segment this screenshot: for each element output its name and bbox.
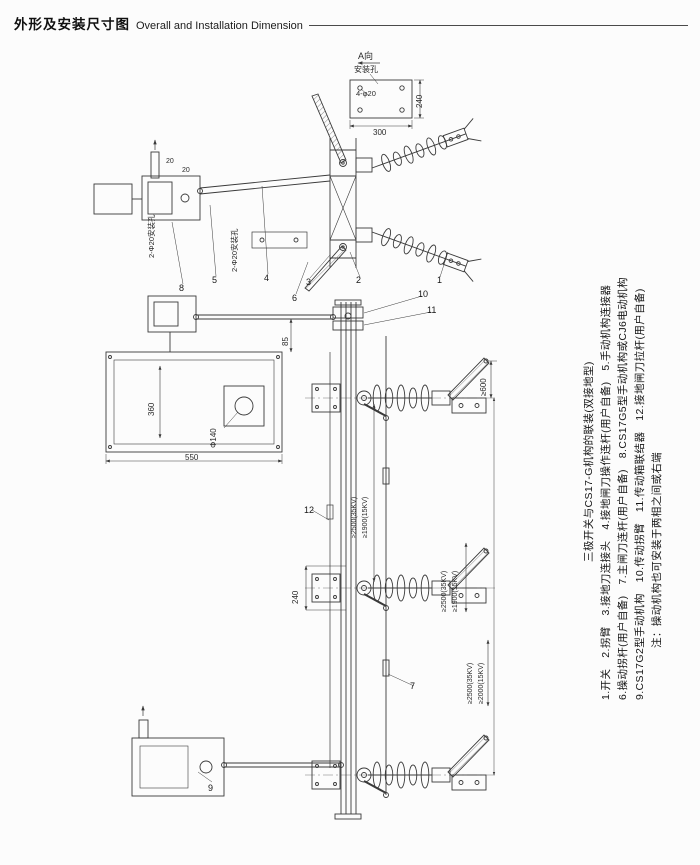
- front-view: [93, 93, 482, 295]
- dim-360: 360: [147, 402, 156, 416]
- dim-spacing-2b: ≥1900(15KV): [452, 570, 459, 612]
- dim-spacing-1b: ≥1900(15KV): [362, 496, 369, 538]
- dim-phi140: Φ140: [209, 428, 218, 448]
- a-view-plate-detail: [349, 61, 424, 129]
- callout-12: 12: [304, 505, 315, 515]
- a-view-label: A向: [358, 51, 374, 61]
- dim-spacing-1a: ≥2500(35KV): [351, 496, 358, 538]
- page-header: 外形及安装尺寸图 Overall and Installation Dimens…: [14, 13, 688, 33]
- dim-550: 550: [185, 453, 199, 462]
- dim-spacing-3b: ≥2000(15KV): [478, 662, 485, 704]
- callout-5: 5: [212, 275, 218, 285]
- pole-assembly-1: [305, 357, 497, 421]
- callout-6: 6: [292, 293, 298, 303]
- dim-20-a: 20: [166, 158, 174, 165]
- callout-3: 3: [306, 277, 312, 287]
- legend-line-2: 6.操动拐杆(用户自备) 7.主闸刀连杆(用户自备) 8.CS17G5型手动机构…: [617, 277, 629, 700]
- mounting-hole-label: 安装孔: [354, 65, 378, 74]
- dim-4-phi20: 4-φ20: [356, 89, 376, 98]
- dim-600: ≥600: [479, 378, 488, 396]
- dim-20-b: 20: [182, 167, 190, 174]
- page-title-en: Overall and Installation Dimension: [136, 20, 303, 32]
- legend-line-3: 9.CS17G2型手动机构 10.传动拐臂 11.传动箱联结器 12.接地闸刀拉…: [634, 288, 646, 700]
- header-rule: [308, 25, 688, 26]
- dim-300: 300: [373, 128, 387, 137]
- page-title-cn: 外形及安装尺寸图: [14, 17, 130, 32]
- dim-240-plate: 240: [415, 94, 424, 108]
- dim-spacing-3a: ≥2500(35KV): [467, 662, 474, 704]
- dim-85: 85: [281, 337, 290, 346]
- callout-7: 7: [410, 681, 416, 691]
- callout-2: 2: [356, 275, 362, 285]
- callout-1: 1: [437, 275, 443, 285]
- side-view: [105, 295, 497, 820]
- mount-holes-label-right: 2-Φ20安装孔: [230, 228, 239, 273]
- callout-10: 10: [418, 289, 429, 299]
- pole-assembly-2: [305, 547, 497, 611]
- callout-8: 8: [179, 283, 185, 293]
- pole-assembly-3: [305, 734, 497, 798]
- legend-note: 注：操动机构也可安装于两相之间或右端: [651, 451, 663, 648]
- callout-11: 11: [427, 305, 437, 315]
- dim-spacing-2a: ≥2500(35KV): [441, 570, 448, 612]
- callout-9: 9: [208, 783, 214, 793]
- legend-line-1: 1.开关 2.拐臂 3.接地刀连接头 4.接地闸刀操作连杆(用户自备) 5.手动…: [600, 284, 612, 700]
- mount-holes-label-left: 2-Φ20安装孔: [147, 214, 156, 259]
- dim-240-pole: 240: [291, 590, 300, 604]
- figure-caption: 三极开关与CS17-G机构的联装(双接地型): [583, 361, 595, 562]
- callout-4: 4: [264, 273, 270, 283]
